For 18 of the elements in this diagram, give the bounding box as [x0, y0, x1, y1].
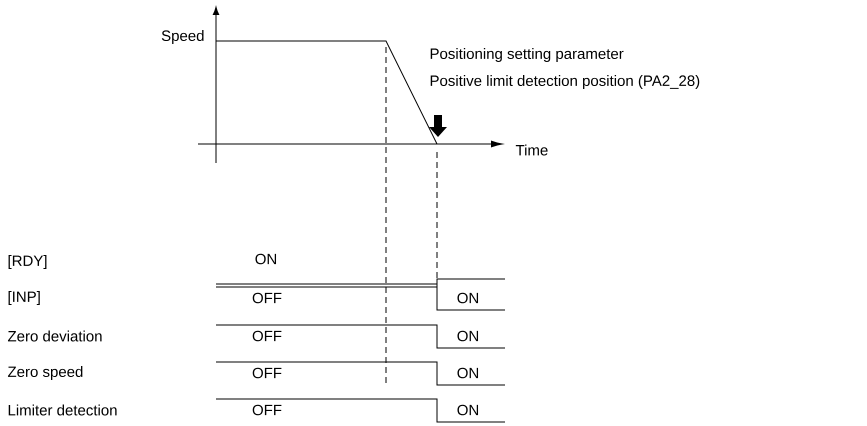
- signal-name: [INP]: [8, 291, 40, 305]
- signal-name: Zero speed: [8, 366, 82, 380]
- signal-name: [RDY]: [8, 255, 46, 269]
- annotation-text: Positioning setting parameter: [430, 48, 624, 62]
- axis-label: Speed: [162, 30, 204, 44]
- state-label: ON: [255, 254, 276, 264]
- signal-name: Zero deviation: [8, 330, 102, 342]
- state-label: OFF: [252, 330, 282, 342]
- state-label: ON: [457, 292, 478, 304]
- annotation-text: Positive limit detection position (PA2_28): [430, 75, 700, 89]
- state-label: ON: [457, 404, 478, 416]
- state-label: ON: [457, 368, 478, 378]
- signal-name: Limiter detection: [8, 404, 117, 416]
- state-label: ON: [457, 330, 478, 342]
- state-label: OFF: [252, 404, 282, 416]
- state-label: OFF: [252, 368, 282, 378]
- axis-label: Time: [516, 144, 548, 156]
- state-label: OFF: [252, 292, 282, 304]
